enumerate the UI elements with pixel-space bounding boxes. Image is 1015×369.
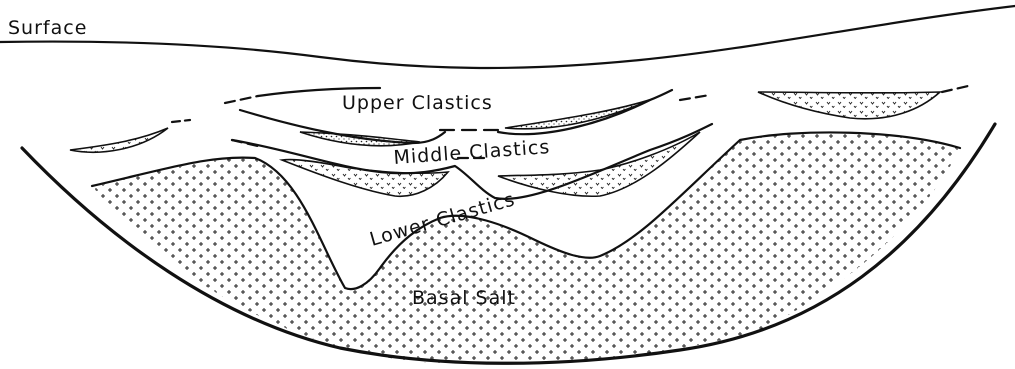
far-right-lens: [758, 92, 940, 119]
dashed-boundary-far-left: [172, 120, 190, 122]
surface-line: [0, 6, 1015, 68]
label-upper-clastics: Upper Clastics: [342, 92, 493, 114]
upper-clastics-left-dotted-lens: [300, 132, 420, 146]
dashed-boundary-far-right: [942, 86, 968, 92]
dashed-boundary-left: [225, 96, 258, 103]
upper-clastics-right-dotted-lens: [505, 98, 655, 129]
label-surface: Surface: [8, 17, 87, 39]
dashed-boundary-right: [680, 95, 710, 100]
label-basal-salt: Basal Salt: [412, 287, 516, 309]
dashed-boundary-mid-left: [232, 140, 262, 147]
basal-salt-body: [92, 132, 960, 363]
far-left-lens: [70, 128, 168, 152]
